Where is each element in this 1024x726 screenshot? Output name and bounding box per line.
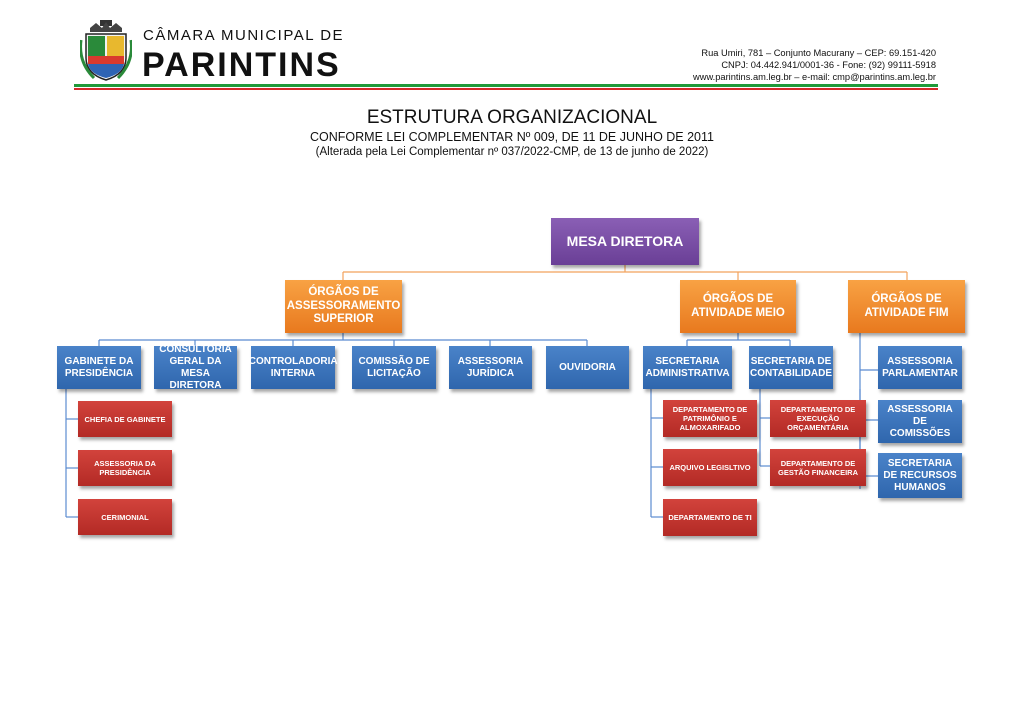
assessoramento-superior-box: ÓRGÃOS DE ASSESSORAMENTO SUPERIOR xyxy=(285,280,402,333)
departamento-gestao-financeira-box: DEPARTAMENTO DE GESTÃO FINANCEIRA xyxy=(770,449,866,486)
atividade-meio-box: ÓRGÃOS DE ATIVIDADE MEIO xyxy=(680,280,796,333)
web-email-text: www.parintins.am.leg.br – e-mail: cmp@pa… xyxy=(693,72,936,82)
comissao-licitacao-box: COMISSÃO DE LICITAÇÃO xyxy=(352,346,436,389)
departamento-patrimonio-box: DEPARTAMENTO DE PATRIMÔNIO E ALMOXARIFAD… xyxy=(663,400,757,437)
header-rule-green xyxy=(74,84,938,87)
mesa-diretora-box: MESA DIRETORA xyxy=(551,218,699,265)
arquivo-legislativo-box: ARQUIVO LEGISLTIVO xyxy=(663,449,757,486)
assessoria-juridica-box: ASSESSORIA JURÍDICA xyxy=(449,346,532,389)
secretaria-contabilidade-box: SECRETARIA DE CONTABILIDADE xyxy=(749,346,833,389)
ouvidoria-box: OUVIDORIA xyxy=(546,346,629,389)
atividade-fim-box: ÓRGÃOS DE ATIVIDADE FIM xyxy=(848,280,965,333)
assessoria-comissoes-box: ASSESSORIA DE COMISSÕES xyxy=(878,400,962,443)
branch-connectors xyxy=(65,333,878,518)
coat-of-arms-icon xyxy=(80,20,132,81)
header-rule-red xyxy=(74,88,938,90)
departamento-ti-box: DEPARTAMENTO DE TI xyxy=(663,499,757,536)
consultoria-geral-box: CONSULTORIA GERAL DA MESA DIRETORA xyxy=(154,344,237,391)
secretaria-recursos-humanos-box: SECRETARIA DE RECURSOS HUMANOS xyxy=(878,453,962,498)
controladoria-interna-box: CONTROLADORIA INTERNA xyxy=(249,346,338,389)
org-name-line1: CÂMARA MUNICIPAL DE xyxy=(143,27,345,44)
secretaria-administrativa-box: SECRETARIA ADMINISTRATIVA xyxy=(643,346,732,389)
gabinete-presidencia-box: GABINETE DA PRESIDÊNCIA xyxy=(57,346,141,389)
chefia-gabinete-box: CHEFIA DE GABINETE xyxy=(78,401,172,437)
page-title: ESTRUTURA ORGANIZACIONAL xyxy=(366,107,658,128)
page-note: (Alterada pela Lei Complementar nº 037/2… xyxy=(315,146,709,158)
departamento-execucao-box: DEPARTAMENTO DE EXECUÇÃO ORÇAMENTÁRIA xyxy=(770,400,866,437)
assessoria-presidencia-box: ASSESSORIA DA PRESIDÊNCIA xyxy=(78,450,172,486)
org-name-line2: PARINTINS xyxy=(142,46,341,84)
top-level-connectors xyxy=(342,265,908,280)
cerimonial-box: CERIMONIAL xyxy=(78,499,172,535)
page-subtitle: CONFORME LEI COMPLEMENTAR Nº 009, DE 11 … xyxy=(310,130,714,144)
cnpj-phone-text: CNPJ: 04.442.941/0001-36 - Fone: (92) 99… xyxy=(721,60,936,70)
assessoria-parlamentar-box: ASSESSORIA PARLAMENTAR xyxy=(878,346,962,389)
address-text: Rua Umiri, 781 – Conjunto Macurany – CEP… xyxy=(701,48,936,58)
contact-block: Rua Umiri, 781 – Conjunto Macurany – CEP… xyxy=(693,47,936,83)
